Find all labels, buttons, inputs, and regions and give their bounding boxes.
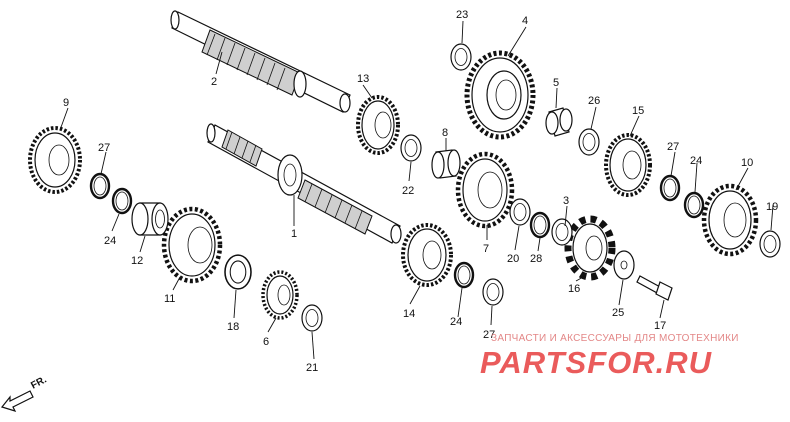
bushing-part-12 <box>131 202 169 236</box>
gear-part-14 <box>401 223 453 287</box>
bushing-part-5 <box>545 107 573 137</box>
callout-27-lower: 27 <box>483 329 495 341</box>
washer-part-3 <box>551 218 573 246</box>
washer-part-20 <box>509 198 531 226</box>
callout-28: 28 <box>530 253 542 265</box>
callout-24-right: 24 <box>690 155 702 167</box>
callout-2: 2 <box>211 76 217 88</box>
callout-26: 26 <box>588 95 600 107</box>
circlip-part-28 <box>529 211 551 239</box>
drive-sprocket-part-16 <box>564 215 616 281</box>
washer-part-22 <box>400 134 422 162</box>
callout-8: 8 <box>442 127 448 139</box>
callout-4: 4 <box>522 15 528 27</box>
washer-part-19 <box>759 230 781 258</box>
gear-part-13 <box>356 95 400 155</box>
callout-10: 10 <box>741 157 753 169</box>
gear-part-11 <box>161 206 223 284</box>
callout-21: 21 <box>306 362 318 374</box>
bolt-part-17 <box>636 275 673 301</box>
callout-15: 15 <box>632 105 644 117</box>
callout-3: 3 <box>563 195 569 207</box>
washer-part-23 <box>450 43 472 71</box>
callout-13: 13 <box>357 73 369 85</box>
circlip-part-24-right <box>683 191 705 219</box>
washer-part-26 <box>578 128 600 156</box>
callout-14: 14 <box>403 308 415 320</box>
countershaft-part-2 <box>170 10 351 113</box>
circlip-part-27-right <box>659 174 681 202</box>
callout-18: 18 <box>227 321 239 333</box>
callout-16: 16 <box>568 283 580 295</box>
callout-labels: 1 2 3 4 5 6 7 8 9 10 11 12 13 14 15 16 1… <box>63 9 778 374</box>
callout-17: 17 <box>654 320 666 332</box>
gear-part-6 <box>261 270 299 320</box>
callout-24-left: 24 <box>104 235 116 247</box>
callout-12: 12 <box>131 255 143 267</box>
callout-19: 19 <box>766 201 778 213</box>
callout-27-right: 27 <box>667 141 679 153</box>
callout-22: 22 <box>402 185 414 197</box>
circlip-part-27-left <box>89 172 111 200</box>
circlip-part-24-left <box>111 187 133 215</box>
gear-part-10 <box>701 183 759 257</box>
circlip-part-24-lower <box>453 261 475 289</box>
callout-27-left: 27 <box>98 142 110 154</box>
front-direction-label: FR. <box>29 374 49 391</box>
callout-11: 11 <box>164 293 175 305</box>
front-direction-arrow: FR. <box>0 374 49 412</box>
gear-part-9 <box>28 126 82 194</box>
leader-lines <box>59 20 774 360</box>
callout-5: 5 <box>553 77 559 89</box>
washer-part-21 <box>301 304 323 332</box>
gear-part-7 <box>455 151 515 229</box>
watermark-tagline: ЗАПЧАСТИ И АКСЕССУАРЫ ДЛЯ МОТОТЕХНИКИ <box>491 333 739 344</box>
callout-24-lower: 24 <box>450 316 462 328</box>
washer-part-18 <box>224 254 252 290</box>
watermark-brand: PARTSFOR.RU <box>480 345 713 380</box>
mainshaft-part-1 <box>206 123 402 244</box>
washer-part-27-lower <box>482 278 504 306</box>
callout-1: 1 <box>291 228 297 240</box>
callout-20: 20 <box>507 253 519 265</box>
gear-part-4 <box>464 50 536 140</box>
callout-9: 9 <box>63 97 69 109</box>
washer-part-25 <box>613 250 635 280</box>
bushing-part-8 <box>431 149 461 179</box>
watermark: ЗАПЧАСТИ И АКСЕССУАРЫ ДЛЯ МОТОТЕХНИКИ PA… <box>480 333 739 380</box>
callout-25: 25 <box>612 307 624 319</box>
gear-part-15 <box>604 133 652 197</box>
callout-7: 7 <box>483 243 489 255</box>
callout-6: 6 <box>263 336 269 348</box>
callout-23: 23 <box>456 9 468 21</box>
